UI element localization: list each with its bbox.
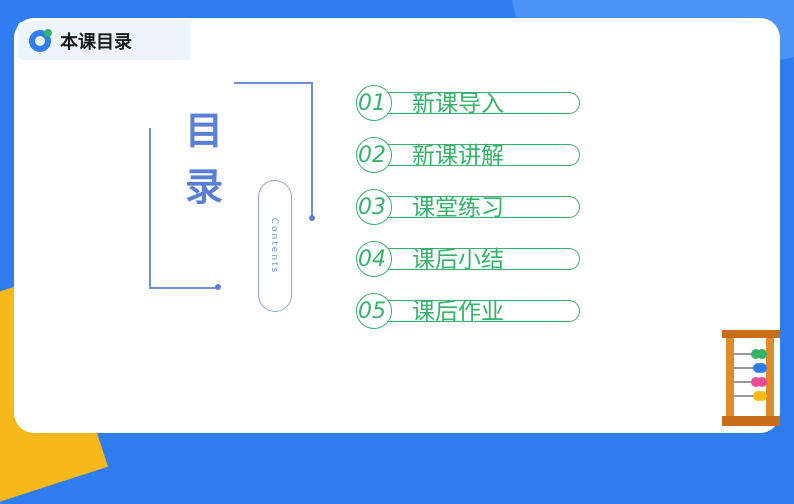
- menu-item-label: 新课讲解: [412, 143, 504, 169]
- menu-item-number: 01: [358, 91, 386, 116]
- menu-item-3[interactable]: 03 课堂练习: [356, 189, 582, 225]
- menu-item-4[interactable]: 04 课后小结: [356, 241, 582, 277]
- menu-item-bar: [374, 248, 580, 270]
- menu-item-bar: [374, 144, 580, 166]
- contents-pill: [258, 180, 292, 312]
- header-tab: 本课目录: [18, 22, 190, 60]
- toc-subtitle: Contents: [269, 217, 279, 275]
- menu-item-2[interactable]: 02 新课讲解: [356, 137, 582, 173]
- menu-item-bar: [374, 196, 580, 218]
- frame-line-right: [311, 82, 313, 218]
- menu-item-bar: [374, 92, 580, 114]
- menu-item-number: 05: [358, 299, 386, 324]
- frame-line-bottom: [149, 287, 219, 289]
- frame-dot-bottom: [215, 284, 221, 290]
- menu-item-number: 04: [358, 247, 386, 272]
- menu-number-circle: [356, 85, 392, 121]
- frame-dot-right: [309, 215, 315, 221]
- abacus-icon: [722, 330, 780, 426]
- content-card: [14, 18, 780, 433]
- menu-number-circle: [356, 189, 392, 225]
- menu-number-circle: [356, 137, 392, 173]
- frame-line-left: [149, 128, 151, 288]
- frame-line-top: [234, 82, 312, 84]
- header-title: 本课目录: [60, 32, 132, 53]
- toc-title-char-1: 目: [185, 108, 224, 153]
- logo-icon: [29, 29, 52, 52]
- menu-item-label: 新课导入: [412, 91, 504, 117]
- menu-item-bar: [374, 300, 580, 322]
- menu-item-number: 02: [358, 143, 386, 168]
- menu-number-circle: [356, 241, 392, 277]
- menu-item-1[interactable]: 01 新课导入: [356, 85, 582, 121]
- menu-item-label: 课后作业: [412, 299, 504, 325]
- menu-item-5[interactable]: 05 课后作业: [356, 293, 582, 329]
- menu-number-circle: [356, 293, 392, 329]
- menu-item-label: 课后小结: [412, 247, 504, 273]
- menu-item-label: 课堂练习: [412, 195, 504, 221]
- toc-title-char-2: 录: [185, 164, 224, 209]
- menu-item-number: 03: [358, 195, 386, 220]
